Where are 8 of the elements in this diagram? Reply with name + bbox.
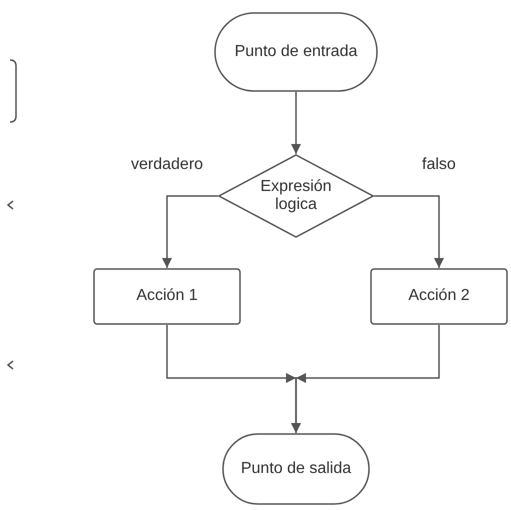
process-box — [93, 268, 241, 325]
node-text: Expresión logica — [259, 178, 333, 214]
decision-diamond — [218, 154, 374, 238]
node-text: Acción 1 — [136, 287, 198, 306]
node-text: Punto de entrada — [234, 42, 358, 62]
node-text: Punto de salida — [240, 460, 352, 478]
process-box — [370, 268, 508, 325]
node-text: Acción 2 — [408, 287, 470, 306]
